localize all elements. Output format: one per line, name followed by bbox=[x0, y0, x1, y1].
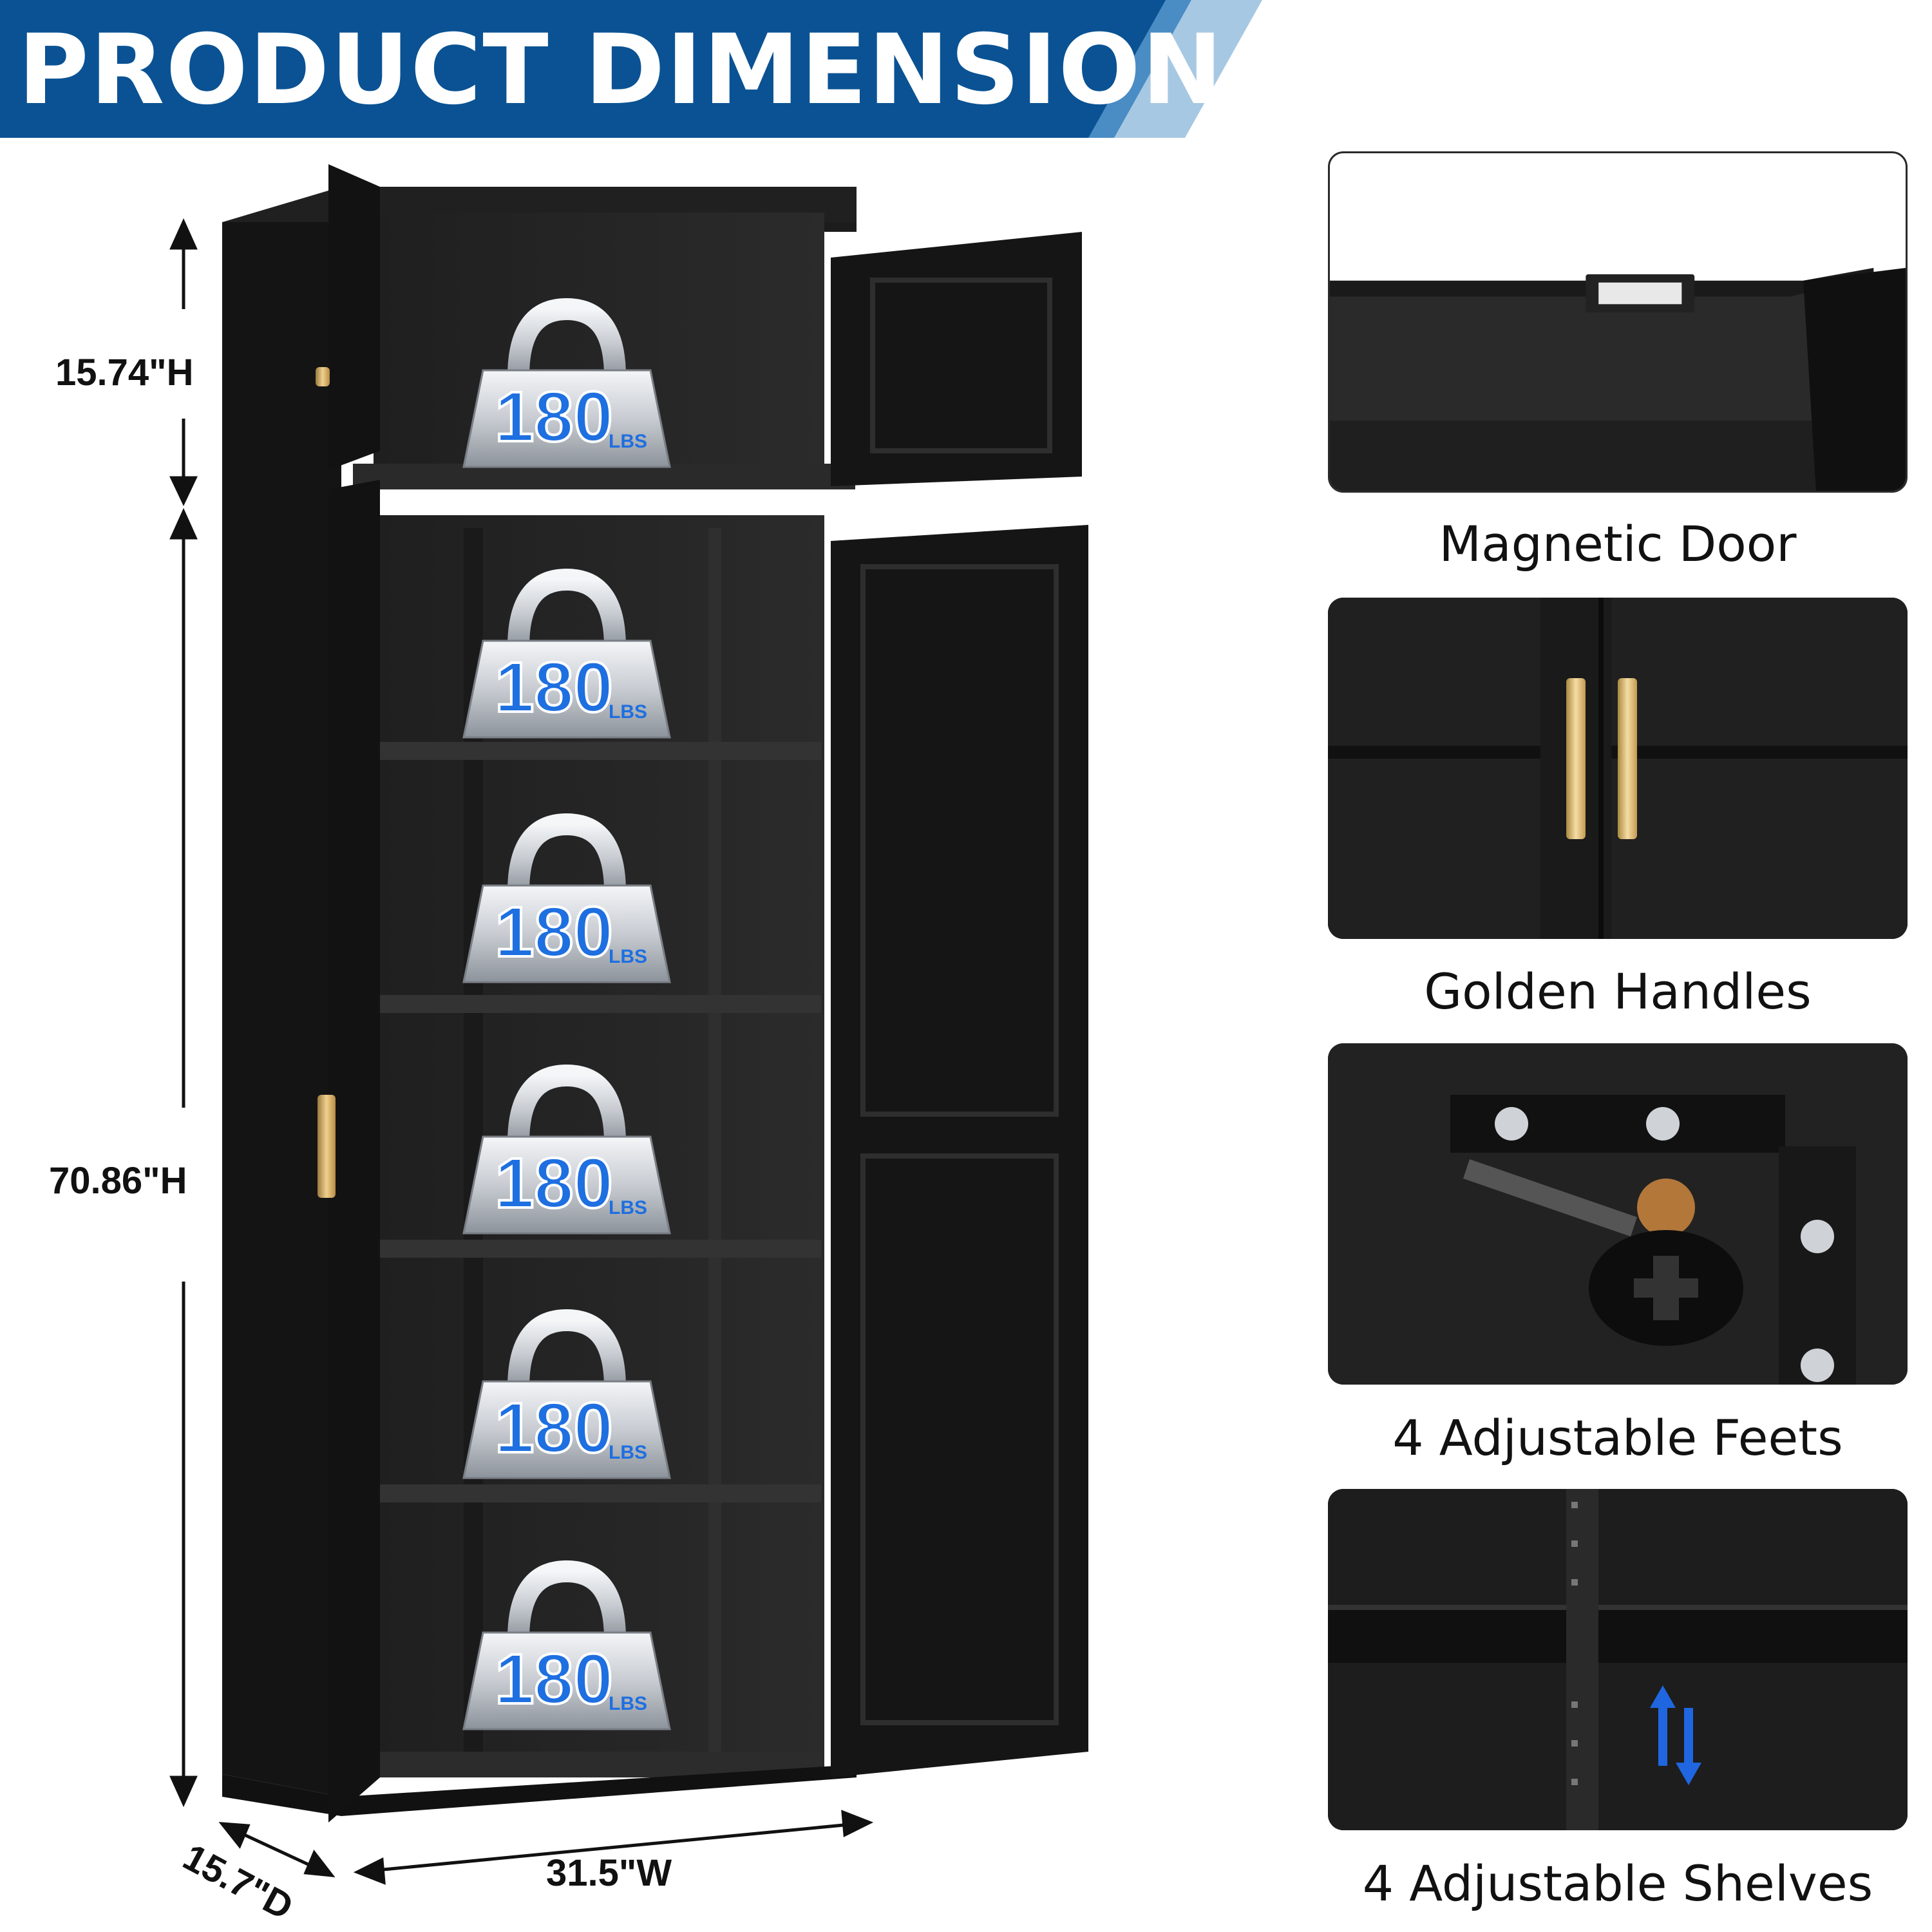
feature-label-golden-handles: Golden Handles bbox=[1424, 963, 1812, 1020]
load-badge-unit: LBS bbox=[609, 701, 647, 723]
load-badge-value: 180 bbox=[495, 893, 613, 972]
load-badge-value: 180 bbox=[495, 648, 613, 727]
feature-label-adjustable-feet: 4 Adjustable Feets bbox=[1392, 1409, 1843, 1466]
feature-image-golden-handles bbox=[1328, 598, 1908, 939]
load-badge-unit: LBS bbox=[609, 431, 647, 452]
main-height-label: 70.86"H bbox=[49, 1160, 187, 1202]
feature-image-adjustable-shelves bbox=[1328, 1489, 1908, 1830]
left-doors bbox=[316, 164, 380, 1823]
load-badge-unit: LBS bbox=[609, 946, 647, 967]
banner-background bbox=[0, 0, 1262, 138]
load-badge-value: 180 bbox=[495, 1144, 613, 1223]
feature-image-adjustable-feet bbox=[1328, 1043, 1908, 1385]
load-badge-unit: LBS bbox=[609, 1442, 647, 1463]
left-handle bbox=[317, 1095, 336, 1198]
load-badge-value: 180 bbox=[495, 1388, 613, 1468]
feature-label-magnetic-door: Magnetic Door bbox=[1439, 515, 1797, 573]
width-label: 31.5"W bbox=[546, 1852, 672, 1894]
load-badge-value: 180 bbox=[495, 1640, 613, 1719]
top-height-label: 15.74"H bbox=[55, 352, 194, 393]
load-badge-value: 180 bbox=[495, 377, 613, 457]
dimension-arrows bbox=[169, 218, 874, 1885]
feature-label-adjustable-shelves: 4 Adjustable Shelves bbox=[1362, 1855, 1873, 1912]
header-banner: PRODUCT DIMENSION bbox=[0, 0, 1262, 138]
right-doors bbox=[831, 232, 1088, 1777]
load-badge-unit: LBS bbox=[609, 1197, 647, 1218]
page-title: PRODUCT DIMENSION bbox=[18, 14, 1224, 126]
feature-image-magnetic-door bbox=[1328, 151, 1908, 493]
load-badge-unit: LBS bbox=[609, 1693, 647, 1714]
